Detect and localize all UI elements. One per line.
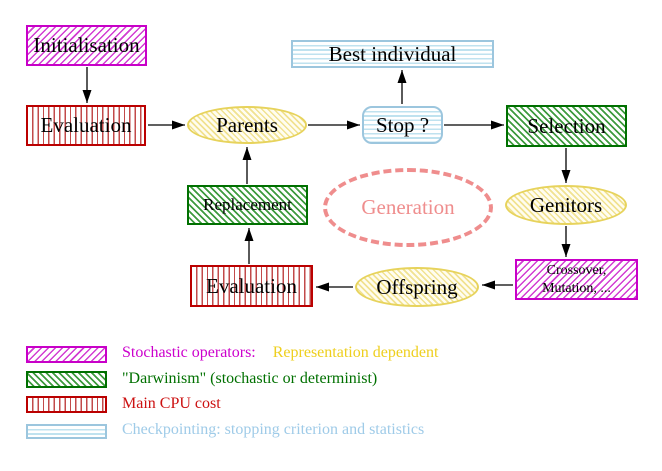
legend-swatch-main-cpu-cost — [26, 396, 107, 413]
legend-swatch-checkpointing — [26, 424, 107, 439]
node-crossover-mutation: Crossover, Mutation, ... — [515, 259, 638, 300]
legend-label-stochastic-primary: Stochastic operators: — [122, 344, 256, 361]
node-selection: Selection — [506, 105, 627, 147]
legend-label-darwinism: "Darwinism" (stochastic or determinist) — [122, 370, 378, 387]
legend-label-representation-dependent: Representation dependent — [272, 344, 439, 361]
node-stop: Stop ? — [362, 106, 443, 144]
generation-loop-ellipse: Generation — [323, 168, 493, 247]
crossover-line1: Crossover, — [546, 263, 607, 278]
legend-swatch-stochastic-operators — [26, 346, 107, 363]
node-replacement: Replacement — [187, 185, 308, 225]
node-parents: Parents — [187, 106, 307, 144]
node-evaluation-bottom: Evaluation — [190, 265, 313, 307]
node-best-individual: Best individual — [291, 40, 494, 68]
node-genitors: Genitors — [505, 185, 627, 225]
node-evaluation-top: Evaluation — [26, 105, 146, 146]
node-initialisation: Initialisation — [26, 25, 147, 66]
crossover-line2: Mutation, ... — [542, 280, 611, 296]
legend-label-main-cpu-cost: Main CPU cost — [122, 395, 221, 412]
node-offspring: Offspring — [355, 267, 479, 307]
legend-label-stochastic-operators: Stochastic operators: Representation dep… — [122, 344, 438, 362]
legend-swatch-darwinism — [26, 371, 107, 388]
legend-label-checkpointing: Checkpointing: stopping criterion and st… — [122, 421, 425, 438]
